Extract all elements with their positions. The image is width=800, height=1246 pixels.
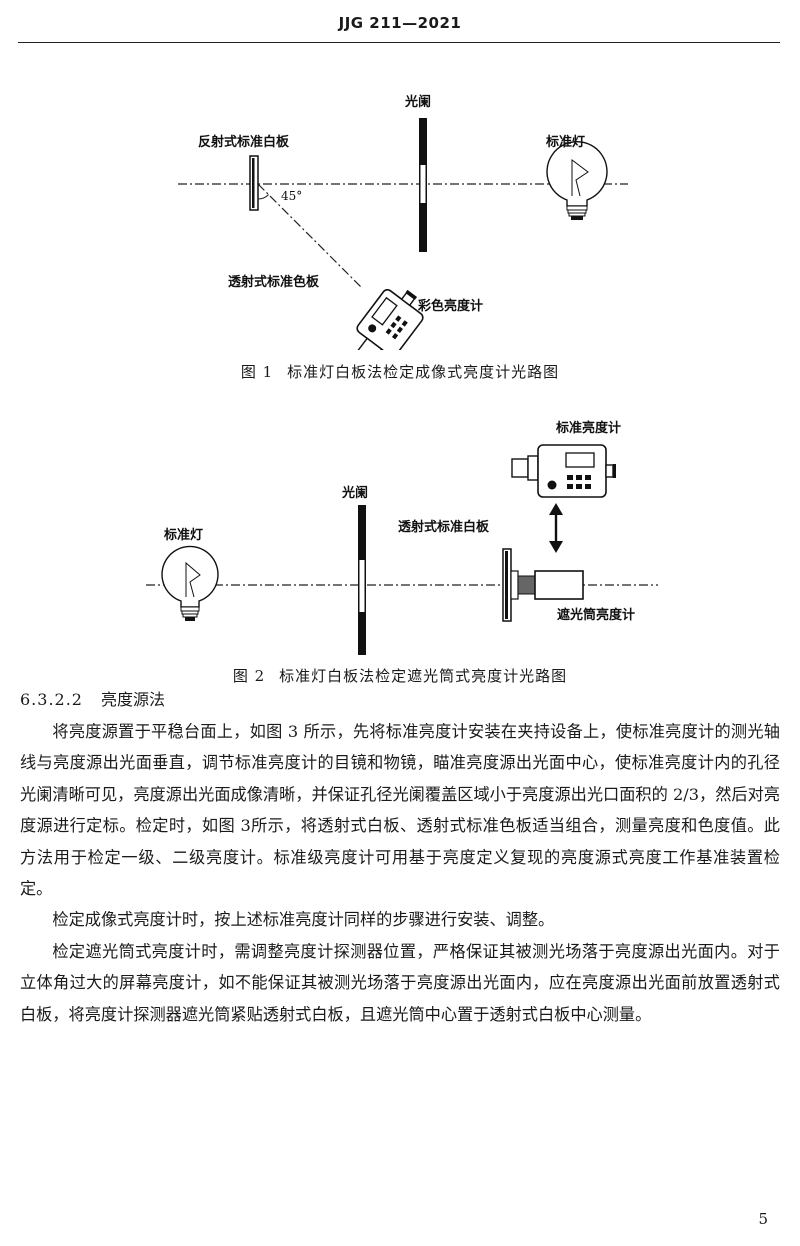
paragraph-3: 检定遮光筒式亮度计时，需调整亮度计探测器位置，严格保证其被测光场落于亮度源出光面… <box>20 941 780 1024</box>
tube-luminance-meter-icon <box>534 570 584 600</box>
section-body: 将亮度源置于平稳台面上，如图 3 所示，先将标准亮度计安装在夹持设备上，使标准亮… <box>20 716 780 1030</box>
reflective-white-board <box>249 155 259 211</box>
standard-lamp-icon-2 <box>161 545 219 621</box>
paragraph-1: 将亮度源置于平稳台面上，如图 3 所示，先将标准亮度计安装在夹持设备上，使标准亮… <box>20 722 780 899</box>
standard-lamp-icon <box>546 141 608 220</box>
label-aperture-2: 光阑 <box>341 485 368 501</box>
label-standard-meter: 标准亮度计 <box>555 420 621 436</box>
aperture <box>419 118 427 252</box>
label-standard-lamp-2: 标准灯 <box>163 527 203 543</box>
label-angle: 45° <box>281 189 302 203</box>
label-color-meter: 彩色亮度计 <box>417 298 483 314</box>
figure-2: 标准亮度计 光阑 透射式标准白板 标准灯 遮光筒亮度计 <box>0 405 800 660</box>
label-tube-meter: 遮光筒亮度计 <box>557 607 635 623</box>
figure-1: 反射式标准白板 光阑 标准灯 45° 透射式标准色板 彩色亮度计 <box>0 80 800 350</box>
figure-2-title: 标准灯白板法检定遮光筒式亮度计光路图 <box>279 667 568 685</box>
section-heading: 6.3.2.2 亮度源法 <box>20 686 165 710</box>
color-luminance-meter-icon <box>356 288 424 350</box>
page-number: 5 <box>758 1210 768 1228</box>
label-transmissive-board: 透射式标准白板 <box>398 519 490 535</box>
label-aperture: 光阑 <box>404 94 431 110</box>
angle-arc <box>257 194 269 200</box>
section-number: 6.3.2.2 <box>20 690 83 709</box>
figure-1-title: 标准灯白板法检定成像式亮度计光路图 <box>287 363 560 381</box>
standard-code-header: JJG 211—2021 <box>338 14 462 32</box>
figure-1-caption: 图 1 标准灯白板法检定成像式亮度计光路图 <box>0 361 800 382</box>
paragraph-2: 检定成像式亮度计时，按上述标准亮度计同样的步骤进行安装、调整。 <box>52 910 555 930</box>
label-standard-lamp: 标准灯 <box>545 134 585 150</box>
label-reflective-board: 反射式标准白板 <box>198 134 290 150</box>
double-arrow-icon <box>549 503 563 553</box>
diagonal-path <box>257 183 363 289</box>
figure-2-diagram: 标准亮度计 光阑 透射式标准白板 标准灯 遮光筒亮度计 <box>146 420 658 655</box>
transmissive-white-board <box>502 548 536 622</box>
standard-luminance-meter-icon <box>511 444 616 498</box>
figure-2-caption: 图 2 标准灯白板法检定遮光筒式亮度计光路图 <box>0 665 800 686</box>
figure-1-diagram: 反射式标准白板 光阑 标准灯 45° 透射式标准色板 彩色亮度计 <box>178 94 628 350</box>
aperture-2 <box>358 505 366 655</box>
figure-2-number: 图 2 <box>232 667 266 685</box>
header-rule <box>18 42 780 43</box>
section-title: 亮度源法 <box>100 690 165 709</box>
figure-1-number: 图 1 <box>240 363 274 381</box>
label-transmissive-filter: 透射式标准色板 <box>228 274 320 290</box>
